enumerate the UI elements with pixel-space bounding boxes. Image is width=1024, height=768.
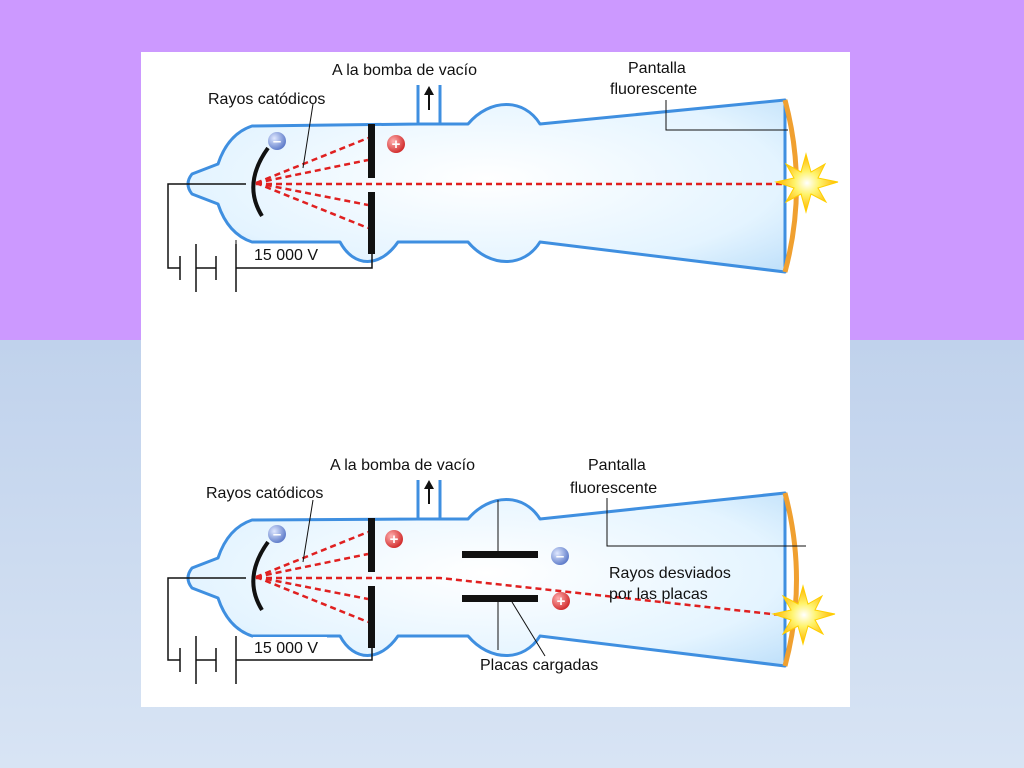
voltage-label-bg — [253, 637, 327, 657]
negative-charge-icon — [551, 547, 569, 565]
circuit-wire — [167, 183, 373, 292]
circuit-wire — [167, 577, 373, 684]
lower-plate-sign: + — [557, 593, 566, 610]
screen-label-line1: Pantalla — [628, 60, 686, 77]
voltage-label: 15 000 V — [254, 640, 318, 657]
upper-plate — [462, 551, 538, 558]
charged-plates-label: Placas cargadas — [480, 657, 598, 674]
anode-upper — [368, 124, 375, 178]
cathode-rays — [255, 530, 791, 624]
voltage-label-bg — [253, 244, 327, 264]
positive-charge-icon — [385, 530, 403, 548]
anode-lower — [368, 192, 375, 254]
impact-flash-icon — [774, 152, 839, 214]
cathode-sign: – — [273, 133, 281, 150]
anode-sign: + — [390, 531, 399, 548]
screen-leader — [606, 498, 806, 547]
cathode — [251, 146, 270, 218]
diagram-1: – + 15 000 V A la bomba de vacío Rayos c… — [167, 60, 839, 292]
pump-arrowhead-icon — [424, 86, 434, 95]
cathode-rays-leader — [302, 103, 314, 169]
cathode-rays-label: Rayos catódicos — [208, 91, 325, 108]
pump-arrowhead-icon — [424, 480, 434, 489]
positive-charge-icon — [387, 135, 405, 153]
lower-plate — [462, 595, 538, 602]
deflected-rays-label-line2: por las placas — [609, 586, 708, 603]
cathode-rays-leader — [302, 499, 314, 563]
positive-charge-icon — [552, 592, 570, 610]
diagram-2: – + – + 15 000 V A la bomba de vacío Ray… — [167, 457, 836, 684]
deflected-rays-label-line1: Rayos desviados — [609, 565, 731, 582]
negative-charge-icon — [268, 132, 286, 150]
pump-label: A la bomba de vacío — [332, 62, 477, 79]
upper-plate-sign: – — [556, 548, 564, 565]
cathode — [251, 540, 270, 612]
anode-upper — [368, 518, 375, 572]
screen-label-line1: Pantalla — [588, 457, 646, 474]
fluorescent-screen — [782, 492, 799, 667]
tube-outline — [186, 85, 787, 274]
anode-sign: + — [392, 136, 401, 153]
plates-leader — [511, 601, 546, 657]
negative-charge-icon — [268, 525, 286, 543]
cathode-rays-label: Rayos catódicos — [206, 485, 323, 502]
screen-label-line2: fluorescente — [570, 480, 657, 497]
screen-label-line2: fluorescente — [610, 81, 697, 98]
voltage-label: 15 000 V — [254, 247, 318, 264]
anode-lower — [368, 586, 375, 648]
cathode-rays — [255, 136, 790, 230]
tube-outline — [186, 480, 787, 668]
cathode-sign: – — [273, 526, 281, 543]
pump-label: A la bomba de vacío — [330, 457, 475, 474]
impact-flash-icon — [771, 584, 836, 646]
screen-leader — [665, 100, 788, 131]
